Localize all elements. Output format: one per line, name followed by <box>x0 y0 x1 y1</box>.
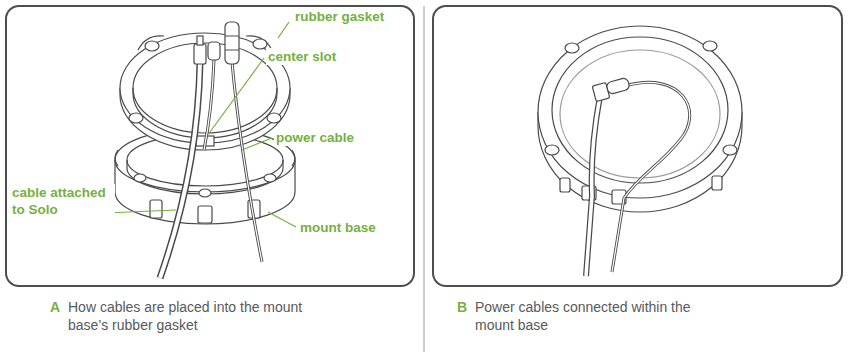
divider-line <box>424 6 425 352</box>
cables-drawing <box>160 22 262 278</box>
callout-label: rubber gasket <box>293 8 386 25</box>
caption-text: How cables are placed into the mount bas… <box>68 298 308 334</box>
mount-base-top-drawing <box>538 26 742 212</box>
panel: BPower cables connected within the mount… <box>432 5 843 287</box>
callout-label: center slot <box>266 48 338 65</box>
caption-letter: B <box>457 298 467 316</box>
rubber-gasket-drawing <box>120 33 290 150</box>
caption-letter: A <box>50 298 60 316</box>
cables-top-drawing <box>586 77 690 276</box>
callout-label: mount base <box>298 219 378 236</box>
callout-label: power cable <box>274 129 356 146</box>
panel: AHow cables are placed into the mount ba… <box>5 5 415 287</box>
caption-text: Power cables connected within the mount … <box>475 298 715 334</box>
callout-label: cable attached to Solo <box>10 184 115 218</box>
